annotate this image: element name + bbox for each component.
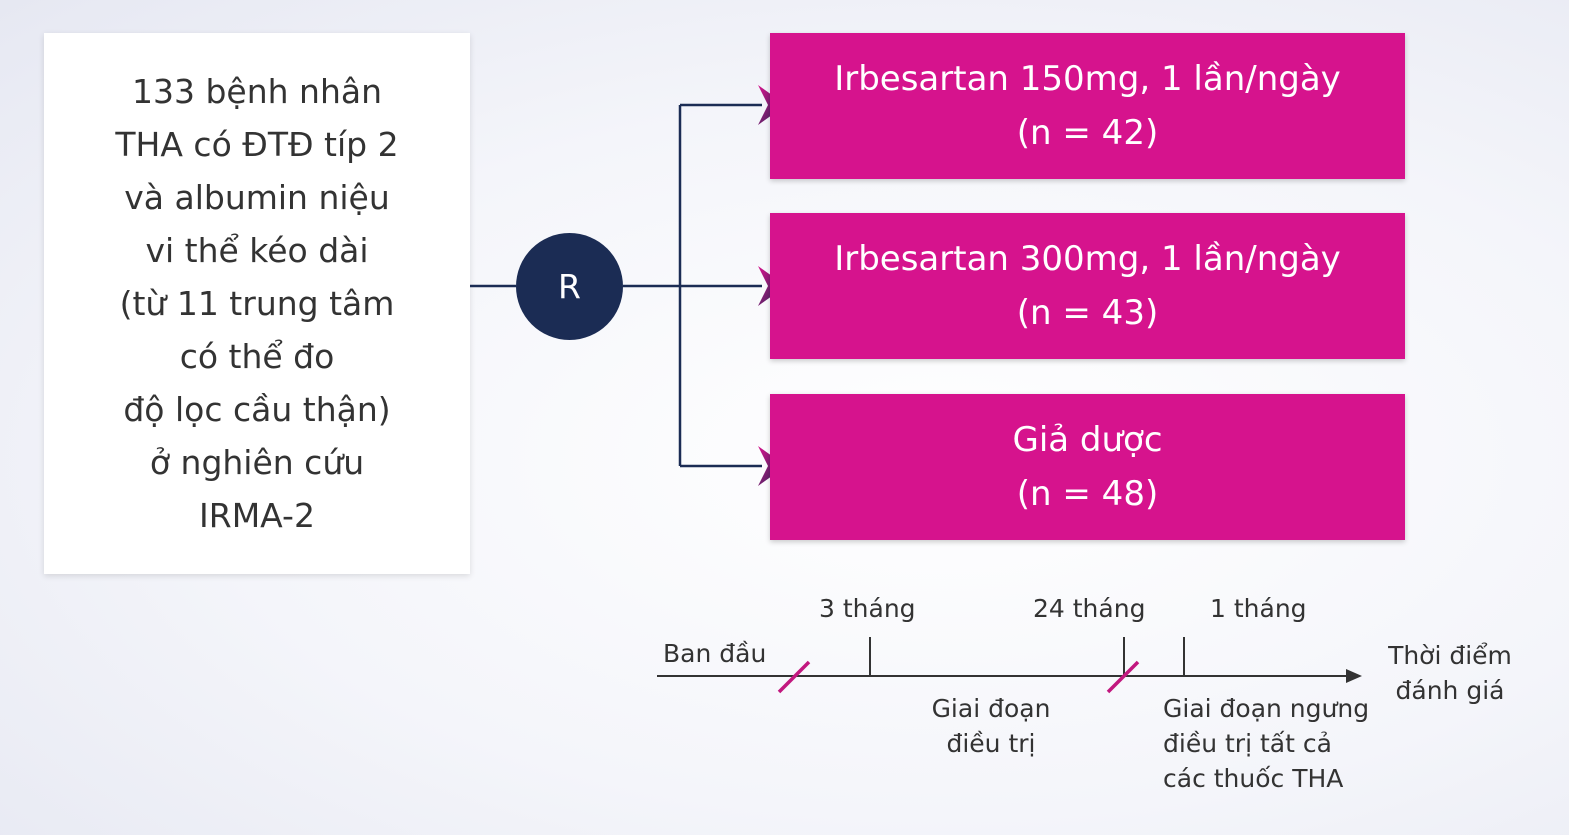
assessment-line: đánh giá: [1395, 676, 1505, 705]
patient-line: IRMA-2: [199, 496, 315, 535]
patient-line: THA có ĐTĐ típ 2: [115, 125, 399, 164]
patient-population-box: 133 bệnh nhân THA có ĐTĐ típ 2 và albumi…: [44, 33, 470, 574]
washout-phase-line: Giai đoạn ngưng: [1163, 694, 1370, 723]
arm-count: (n = 43): [1016, 293, 1159, 333]
treatment-arm-irbesartan-300: Irbesartan 300mg, 1 lần/ngày (n = 43): [770, 213, 1405, 359]
assessment-time-label: Thời điểm đánh giá: [1370, 638, 1530, 708]
treatment-arm-irbesartan-150: Irbesartan 150mg, 1 lần/ngày (n = 42): [770, 33, 1405, 179]
arm-count: (n = 42): [1016, 113, 1159, 153]
washout-phase-label: Giai đoạn ngưng điều trị tất cả các thuố…: [1163, 691, 1369, 796]
treatment-phase-line: điều trị: [946, 729, 1036, 758]
washout-phase-line: điều trị tất cả: [1163, 729, 1332, 758]
arm-title: Giả dược: [1012, 420, 1163, 460]
timeline-baseline-label: Ban đầu: [663, 639, 767, 668]
randomization-node: R: [516, 233, 623, 340]
timeline-1-month-label: 1 tháng: [1210, 594, 1307, 623]
axis-break-mark: [777, 660, 811, 694]
patient-line: 133 bệnh nhân: [131, 72, 382, 111]
patient-line: có thể đo: [179, 337, 335, 376]
arm-title: Irbesartan 300mg, 1 lần/ngày: [834, 239, 1341, 279]
treatment-arm-placebo: Giả dược (n = 48): [770, 394, 1405, 540]
arm-title: Irbesartan 150mg, 1 lần/ngày: [834, 59, 1341, 99]
treatment-phase-line: Giai đoạn: [931, 694, 1051, 723]
timeline-3-months-label: 3 tháng: [819, 594, 916, 623]
patient-line: độ lọc cầu thận): [123, 390, 391, 429]
patient-line: vi thể kéo dài: [145, 231, 369, 270]
patient-line: ở nghiên cứu: [149, 443, 365, 482]
axis-break-mark: [1106, 660, 1140, 694]
timeline-24-months-label: 24 tháng: [1033, 594, 1146, 623]
arm-count: (n = 48): [1016, 474, 1159, 514]
timeline-arrowhead-icon: [1346, 669, 1362, 683]
assessment-line: Thời điểm: [1388, 641, 1512, 670]
treatment-phase-label: Giai đoạn điều trị: [906, 691, 1076, 761]
patient-line: (từ 11 trung tâm: [119, 284, 395, 323]
washout-phase-line: các thuốc THA: [1163, 764, 1344, 793]
patient-line: và albumin niệu: [124, 178, 390, 217]
